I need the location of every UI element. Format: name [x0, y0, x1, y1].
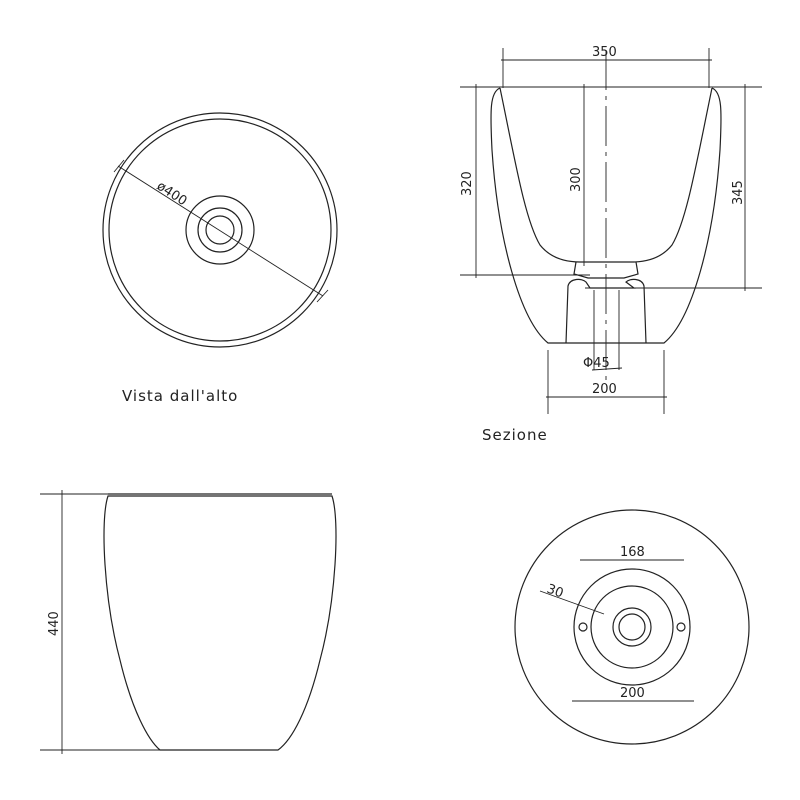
section-total-height-label: 345 — [731, 180, 746, 205]
bottom-base-label: 200 — [620, 686, 645, 701]
section-depth-label: 300 — [569, 167, 584, 192]
section-base-label: 200 — [592, 382, 617, 397]
section-view: 350 320 300 345 Φ45 200 Sezione — [460, 45, 762, 444]
bottom-view: 168 30 200 — [514, 509, 750, 745]
section-width-label: 350 — [592, 45, 617, 60]
side-view: 440 — [40, 490, 337, 754]
top-diameter-label: ø400 — [154, 179, 190, 209]
top-view: ø400 Vista dall'alto — [102, 112, 338, 405]
section-view-title: Sezione — [482, 426, 548, 444]
top-view-title: Vista dall'alto — [122, 387, 238, 405]
ring-diameter-label: 168 — [620, 545, 645, 560]
ring-width-label: 30 — [545, 582, 566, 602]
drain-diameter-label: Φ45 — [583, 356, 610, 371]
side-height-label: 440 — [47, 611, 62, 636]
section-height-label: 320 — [460, 171, 475, 196]
